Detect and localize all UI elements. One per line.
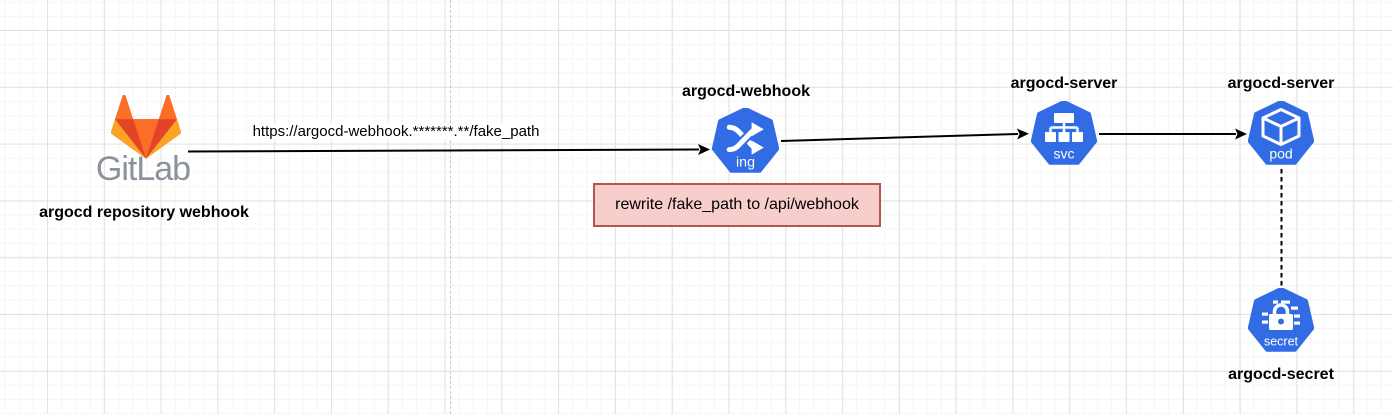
service-title[interactable]: argocd-server xyxy=(1010,75,1118,92)
padlock-icon xyxy=(1262,300,1300,330)
service-badge: svc xyxy=(1054,146,1075,162)
cube-icon xyxy=(1261,108,1301,146)
service-k8s-icon: svc xyxy=(1030,100,1098,165)
secret-title[interactable]: argocd-secret xyxy=(1228,366,1334,383)
ingress-badge: ing xyxy=(736,154,755,170)
service-node[interactable]: svc xyxy=(1030,100,1098,172)
rewrite-note-text: rewrite /fake_path to /api/webhook xyxy=(615,196,859,213)
ingress-node[interactable]: ing xyxy=(711,106,780,180)
gitlab-logo-icon[interactable] xyxy=(111,95,181,159)
secret-node[interactable]: secret xyxy=(1247,287,1315,359)
pod-k8s-icon: pod xyxy=(1247,100,1315,165)
gitlab-wordmark: GitLab xyxy=(95,150,191,188)
pod-badge: pod xyxy=(1269,146,1292,162)
ingress-title[interactable]: argocd-webhook xyxy=(681,83,810,100)
ingress-k8s-icon: ing xyxy=(711,106,780,173)
gitlab-caption[interactable]: argocd repository webhook xyxy=(39,204,249,221)
secret-k8s-icon: secret xyxy=(1247,287,1315,352)
pod-node[interactable]: pod xyxy=(1247,100,1315,172)
edge-url-label[interactable]: https://argocd-webhook.*******.**/fake_p… xyxy=(216,123,576,140)
secret-badge: secret xyxy=(1264,335,1299,349)
rewrite-note[interactable]: rewrite /fake_path to /api/webhook xyxy=(593,183,881,227)
shuffle-icon xyxy=(726,122,764,155)
edge-ingress-to-service[interactable] xyxy=(780,128,1029,142)
page-boundary-divider xyxy=(450,0,451,414)
sitemap-icon xyxy=(1045,113,1083,142)
pod-title[interactable]: argocd-server xyxy=(1227,75,1335,92)
edge-url-text: https://argocd-webhook.*******.**/fake_p… xyxy=(249,123,543,140)
edge-gitlab-to-ingress[interactable] xyxy=(187,144,710,156)
